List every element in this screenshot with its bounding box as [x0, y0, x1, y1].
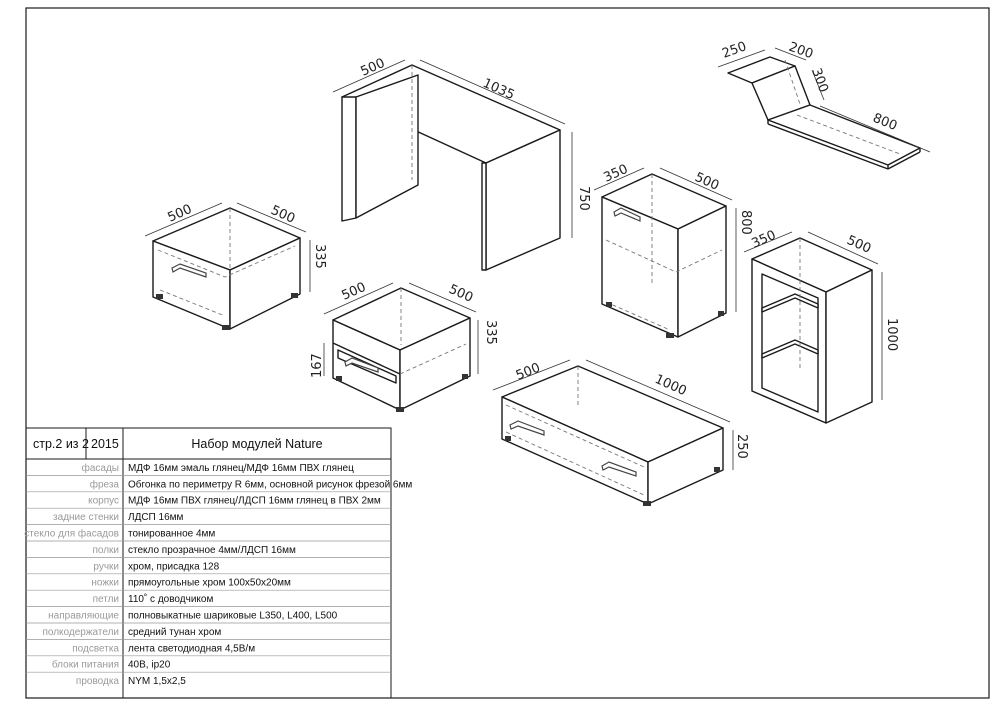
- spec-row-value: 40В, ip20: [128, 660, 171, 671]
- tv-stand-height-label: 250: [734, 434, 749, 459]
- spec-rows: фасады МДФ 16мм эмаль глянец/МДФ 16мм ПВХ…: [24, 462, 412, 687]
- spec-row-label: проводка: [76, 676, 120, 687]
- page-number: стр.2 из 2: [33, 437, 89, 451]
- shelf-c-label: 300: [808, 66, 831, 94]
- spec-row-value: NYM 1,5х2,5: [128, 676, 186, 687]
- bookcase-drawing: 350 500 1000: [743, 228, 899, 424]
- spec-row-label: корпус: [88, 496, 119, 507]
- spec-row-label: блоки питания: [52, 659, 119, 671]
- desk-depth-label: 500: [359, 56, 388, 80]
- spec-row-value: тонированное 4мм: [128, 529, 215, 540]
- desk-drawing: 500 1035 750: [332, 56, 591, 271]
- set-title: Набор модулей Nature: [191, 437, 322, 451]
- spec-row-label: петли: [93, 594, 119, 605]
- cabinet-depth-label: 350: [602, 162, 631, 186]
- tv-stand-drawing: 500 1000 250: [492, 359, 749, 506]
- spec-row-value: 110˚ с доводчиком: [128, 593, 213, 605]
- spec-row-label: ножки: [91, 578, 119, 589]
- tv-stand-width-label: 1000: [652, 372, 688, 399]
- spec-row-value: средний тунан хром: [128, 627, 221, 638]
- sheet-frame: [25, 7, 990, 699]
- bookcase-height-label: 1000: [884, 318, 899, 351]
- spec-row-value: стекло прозрачное 4мм/ЛДСП 16мм: [128, 545, 296, 556]
- spec-row-label: направляющие: [48, 611, 119, 622]
- spec-row-label: фасады: [82, 462, 119, 474]
- spec-row-label: подсветка: [72, 643, 119, 654]
- cabinet-height-label: 800: [738, 210, 753, 235]
- spec-row-value: Обгонка по периметру R 6мм, основной рис…: [128, 478, 412, 490]
- spec-row-value: полновыкатные шариковые L350, L400, L500: [128, 611, 338, 622]
- title-block-frame: [25, 427, 392, 699]
- cabinet-drawing: 350 500 800: [593, 162, 753, 338]
- shelf-a-label: 250: [720, 39, 748, 62]
- spec-row-label: полкодержатели: [42, 627, 119, 638]
- nightstand-drawing: 500 500 335: [144, 202, 327, 330]
- spec-row-label: стекло для фасадов: [24, 528, 119, 540]
- shelf-drawing: 250 200 300 800: [717, 39, 931, 170]
- title-block: стр.2 из 2 2015 Набор модулей Nature фас…: [24, 427, 412, 699]
- spec-row-value: МДФ 16мм эмаль глянец/МДФ 16мм ПВХ гляне…: [128, 463, 354, 474]
- cabinet-width-label: 500: [692, 170, 721, 194]
- table-depth-label: 500: [340, 280, 369, 304]
- spec-row-value: хром, присадка 128: [128, 561, 220, 572]
- spec-row-value: МДФ 16мм ПВХ глянец/ЛДСП 16мм глянец в П…: [128, 496, 381, 507]
- nightstand-width-label: 500: [268, 203, 297, 227]
- spec-row-label: задние стенки: [53, 512, 119, 523]
- spec-row-value: лента светодиодная 4,5В/м: [128, 643, 255, 654]
- table-width-label: 500: [446, 282, 475, 306]
- shelf-b-label: 200: [787, 40, 815, 63]
- table-drawer-label: 167: [310, 353, 325, 378]
- spec-row-value: прямоугольные хром 100х50х20мм: [128, 578, 291, 589]
- nightstand-height-label: 335: [312, 244, 327, 269]
- spec-row-label: фреза: [90, 478, 120, 490]
- bookcase-width-label: 500: [844, 233, 873, 257]
- table-height-label: 335: [483, 320, 498, 345]
- spec-row-label: ручки: [93, 561, 119, 572]
- tv-stand-depth-label: 500: [514, 361, 543, 384]
- spec-row-value: ЛДСП 16мм: [128, 512, 184, 523]
- desk-height-label: 750: [576, 186, 591, 211]
- table-drawing: 500 500 335 167: [310, 280, 498, 412]
- year-label: 2015: [91, 437, 119, 451]
- spec-row-label: полки: [92, 545, 119, 556]
- nightstand-depth-label: 500: [166, 202, 195, 226]
